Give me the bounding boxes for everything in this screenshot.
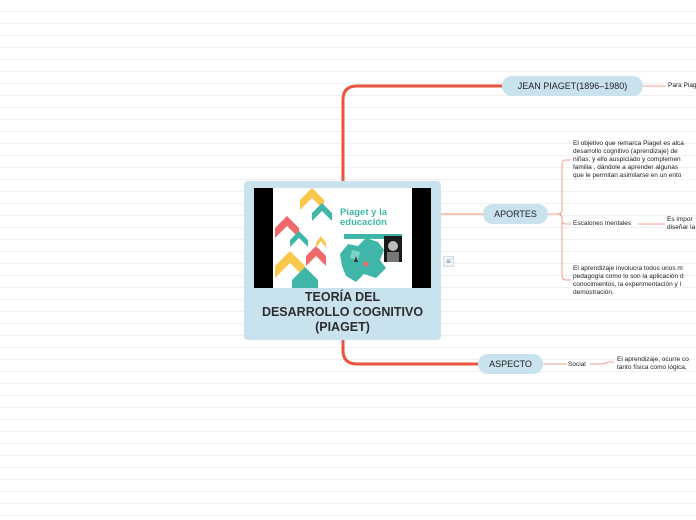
central-topic[interactable]: Piaget y la educación TEORÍA DEL DESARRO…	[244, 181, 441, 340]
central-title-line: DESARROLLO COGNITIVO	[248, 305, 437, 320]
subtopic-escalones-mentales[interactable]: Escalones mentales	[573, 220, 639, 228]
central-title-line: (PIAGET)	[248, 320, 437, 335]
link-aportes-child2	[548, 214, 571, 224]
text-line: conocimientos, la experimentación y l	[573, 281, 696, 289]
text-line: El objetivo que remarca Piaget es alca	[573, 140, 696, 148]
text-line: tanto física como lógica,	[617, 364, 696, 372]
text-line: familia , dándole a aprender algunas	[573, 164, 696, 172]
central-title-line: TEORÍA DEL	[248, 290, 437, 305]
text-line: desarrollo cognitivo (aprendizaje) de	[573, 148, 696, 156]
subtopic-es-importante[interactable]: Es impor diseñar la	[667, 216, 696, 232]
text-line: niñas; y ello auspiciado y complemen	[573, 156, 696, 164]
text-line: El aprendizaje, ocurre co	[617, 356, 696, 364]
central-title: TEORÍA DEL DESARROLLO COGNITIVO (PIAGET)	[248, 290, 437, 335]
piaget-education-illustration: Piaget y la educación	[254, 188, 431, 288]
subtopic-aprendizaje-involucra[interactable]: El aprendizaje involucra todos unos m pe…	[573, 265, 696, 297]
subtopic-objetivo[interactable]: El objetivo que remarca Piaget es alca d…	[573, 140, 696, 180]
text-line: que le permitan asimilarse en un ento	[573, 172, 696, 180]
note-icon[interactable]: ≡	[443, 256, 454, 267]
topic-aspecto[interactable]: ASPECTO	[478, 354, 543, 374]
text-line: demostración.	[573, 289, 696, 297]
branch-jean	[343, 86, 502, 181]
text-line: El aprendizaje involucra todos unos m	[573, 265, 696, 273]
topic-aportes[interactable]: APORTES	[483, 204, 548, 224]
link-aportes-child1	[548, 160, 571, 214]
topic-jean-piaget[interactable]: JEAN PIAGET(1896–1980)	[502, 76, 643, 96]
text-line: Es impor	[667, 216, 696, 224]
image-title-line2: educación	[340, 217, 387, 228]
central-image: Piaget y la educación	[254, 188, 431, 288]
text-line: pedagogía como lo son la aplicación d	[573, 273, 696, 281]
link-social-sub	[590, 362, 614, 364]
branch-aspecto	[343, 340, 478, 364]
subtopic-aprendizaje-ocurre[interactable]: El aprendizaje, ocurre co tanto física c…	[617, 356, 696, 372]
subtopic-social[interactable]: Social	[568, 361, 592, 369]
subtopic-para-piaget[interactable]: Para Piag	[668, 82, 696, 90]
text-line: diseñar la	[667, 224, 696, 232]
